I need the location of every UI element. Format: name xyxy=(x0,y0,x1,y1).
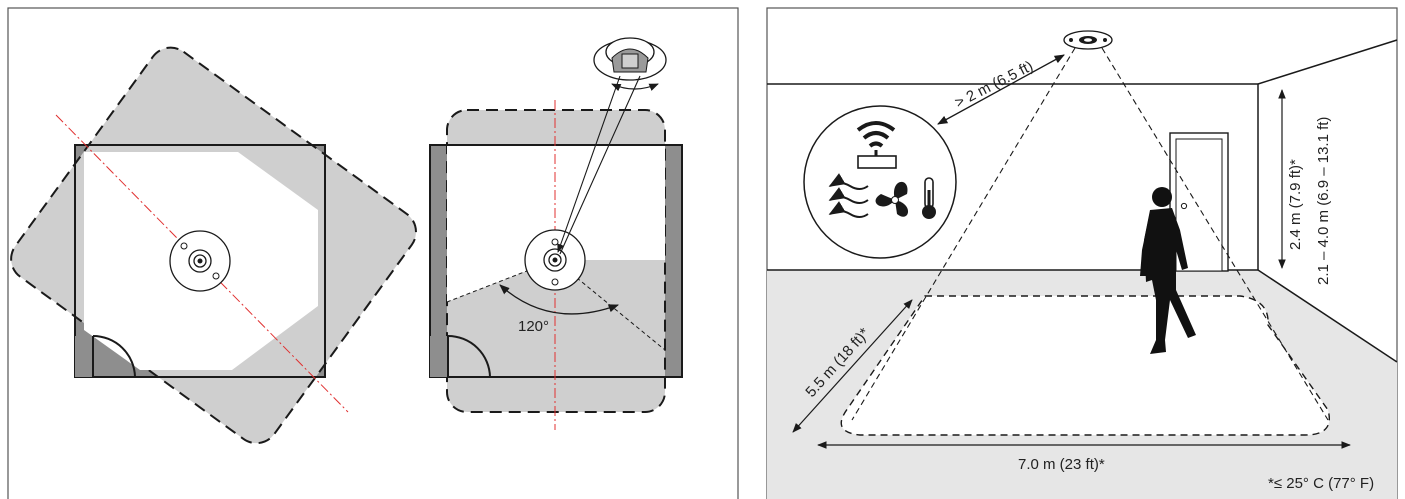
depth-arrow xyxy=(792,299,913,433)
temperature-note: *≤ 25° C (77° F) xyxy=(1268,475,1374,492)
person-silhouette-icon xyxy=(1140,187,1196,354)
left-panel: 120° xyxy=(7,7,739,499)
sensor-icon xyxy=(524,229,586,291)
axis-line xyxy=(55,114,349,413)
door-frame xyxy=(430,336,448,377)
door-swing xyxy=(447,335,491,378)
wifi-icon xyxy=(856,121,896,156)
router-icon xyxy=(857,155,897,169)
angle-arc xyxy=(499,284,619,315)
hvac-control-callout xyxy=(803,105,957,259)
diagram-rotated-coverage xyxy=(10,46,417,445)
sensor-icon xyxy=(169,230,231,292)
fan-icon xyxy=(875,181,909,217)
airflow-icon xyxy=(828,173,869,218)
mount-height-label: 2.4 m (7.9 ft)* xyxy=(1287,159,1304,250)
right-panel: > 2 m (6.5 ft) xyxy=(766,7,1398,499)
sensor-icon xyxy=(1063,30,1113,50)
cone-edge-right xyxy=(1101,47,1329,421)
thermometer-icon xyxy=(922,177,936,219)
diagram-adjustable-head: 120° xyxy=(429,37,683,430)
door-frame xyxy=(75,336,93,377)
door-swing xyxy=(92,335,136,378)
room-outline xyxy=(429,144,683,378)
width-label: 7.0 m (23 ft)* xyxy=(1018,456,1105,473)
mount-range-label: 2.1 – 4.0 m (6.9 – 13.1 ft) xyxy=(1315,117,1332,285)
distance-arrow xyxy=(937,54,1065,125)
room-outline xyxy=(74,144,326,378)
uncovered-floor xyxy=(447,145,665,302)
angle-label: 120° xyxy=(518,318,549,335)
sensor-head-detail xyxy=(557,37,667,255)
